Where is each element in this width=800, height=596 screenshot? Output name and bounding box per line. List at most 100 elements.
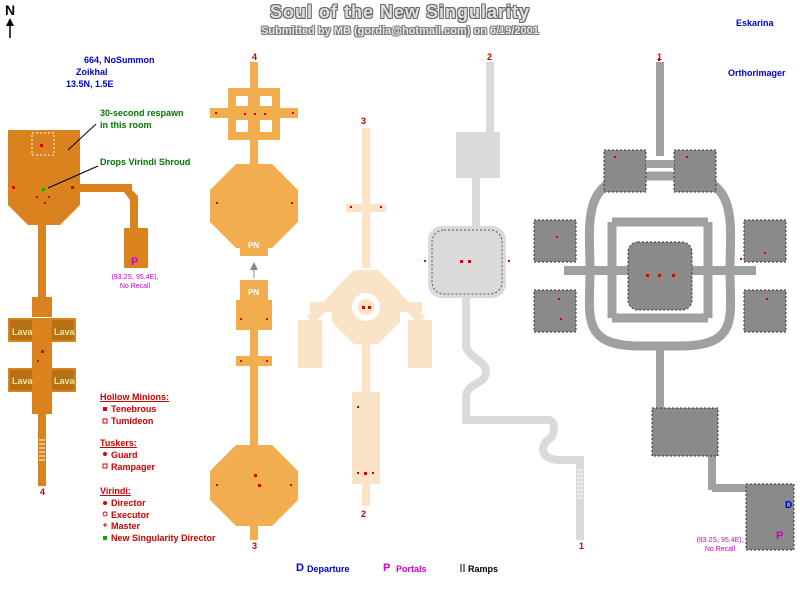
orange-corridor-exit: [250, 526, 258, 540]
level-3-top: 3: [361, 116, 367, 126]
gray-north-bridge: [646, 160, 674, 168]
drops-leader: [47, 165, 99, 189]
legend-ramps-label: Ramps: [468, 564, 499, 574]
light-orange-corridor-exit: [362, 484, 370, 506]
light-orange-room-east: [408, 320, 432, 368]
level-1-top: 1: [657, 52, 663, 62]
drops-note: Drops Virindi Shroud: [100, 157, 191, 167]
legend-symbols: [102, 407, 108, 540]
orange-octagon-bottom: [210, 445, 298, 526]
level-4-bottom: 4: [40, 487, 46, 497]
legend-departure-label: Departure: [307, 564, 350, 574]
dark-orange-corridor-south: [38, 225, 46, 300]
gray-ring-corridor: [584, 171, 736, 351]
legend-hollow-minions-title: Hollow Minions:: [100, 392, 169, 402]
map-subtitle: Submitted by MB (gordia@hotmail.com) on …: [261, 25, 539, 37]
light-gray-square-room: [456, 132, 500, 178]
gray-section: [533, 62, 795, 551]
ramp-marks-dark: [39, 439, 45, 461]
legend-rampager: Rampager: [111, 462, 156, 472]
gray-inner-ring: [607, 217, 713, 323]
orange-octagon-top: [210, 164, 298, 248]
gray-room-east-top: [743, 219, 787, 263]
world-name-1: Eskarina: [736, 18, 774, 28]
legend-tuskers-title: Tuskers:: [100, 438, 137, 448]
legend-portals-symbol: P: [383, 562, 391, 574]
gray-arm-west: [564, 266, 628, 275]
portal-marker-right: P: [776, 530, 784, 542]
dark-orange-section: [8, 130, 148, 486]
light-gray-winding-corridor: [462, 344, 584, 540]
lava-label-4: Lava: [54, 376, 75, 386]
respawn-note-line2: in this room: [100, 120, 152, 130]
location-area: Zoikhal: [76, 67, 108, 77]
legend-executor: Executor: [111, 510, 150, 520]
dark-orange-lava-top: [32, 297, 52, 317]
pn-arrow-icon: [250, 262, 258, 270]
dark-orange-corridor-bend: [124, 184, 138, 228]
lava-label-2: Lava: [54, 327, 75, 337]
dark-orange-corridor-east: [80, 184, 132, 192]
green-marker: [42, 188, 45, 191]
orange-corridor-top: [250, 62, 258, 90]
portal-coords-right: (93.2S, 95.4E),: [696, 537, 744, 544]
lava-label-1: Lava: [12, 327, 33, 337]
gray-room-west-bottom: [533, 289, 577, 333]
dark-orange-portal-room: [124, 228, 148, 268]
gray-room-east-bottom: [743, 289, 787, 333]
light-gray-corridor-top: [486, 62, 494, 134]
light-gray-corridor-3: [462, 298, 470, 348]
cross-windows: [236, 96, 272, 132]
portal-recall-right: No Recall: [704, 546, 736, 553]
gray-corridor-top: [656, 62, 664, 156]
level-2-top: 2: [487, 52, 493, 62]
pn-label-bottom: PN: [248, 288, 260, 297]
orange-pn-room-top: [240, 232, 268, 256]
light-gray-corridor-2: [472, 178, 480, 228]
world-name-2: Orthorimager: [728, 68, 786, 78]
respawn-leader: [67, 123, 97, 151]
light-orange-octagon-core: [358, 299, 374, 315]
orange-corridor-2: [250, 140, 258, 166]
portal-coords-left: (93.2S, 95.4E),: [111, 274, 159, 281]
lava-label-3: Lava: [12, 376, 33, 386]
ramp-marks-light-gray: [577, 469, 583, 499]
portal-recall-left: No Recall: [119, 283, 151, 290]
gray-arm-east: [692, 266, 756, 275]
dark-orange-lava-mid: [32, 342, 52, 368]
respawn-room-outline: [31, 132, 55, 156]
dark-orange-big-room: [8, 130, 80, 225]
ramp-legend-icon: [460, 564, 465, 572]
level-3-bottom: 3: [252, 541, 258, 551]
departure-marker: D: [785, 500, 793, 511]
red-markers: [12, 58, 768, 487]
dark-orange-lava-bottom: [32, 392, 52, 414]
gray-room-north-east: [673, 149, 717, 193]
dark-orange-corridor-exit: [38, 414, 46, 486]
light-gray-section: [428, 62, 506, 348]
level-2-bottom: 2: [361, 509, 367, 519]
north-label: N: [5, 2, 16, 18]
orange-section: [210, 62, 298, 540]
legend-virindi-title: Virindi:: [100, 486, 131, 496]
legend-guard: Guard: [111, 450, 138, 460]
orange-corridor-3: [250, 330, 258, 445]
gray-room-north-west: [603, 149, 647, 193]
legend-portals-label: Portals: [396, 564, 427, 574]
gray-room-exit: [745, 483, 795, 551]
gray-exit-corridor: [708, 440, 716, 490]
light-gray-main-room: [428, 226, 506, 298]
orange-pn-wide: [236, 300, 272, 330]
orange-hbar-lower: [236, 356, 272, 366]
location-coords: 13.5N, 1.5E: [66, 79, 114, 89]
light-orange-hbar-top: [346, 204, 386, 212]
map-title: Soul of the New Singularity: [269, 2, 530, 22]
gray-corridor-south: [656, 346, 664, 410]
legend-new-singularity-director: New Singularity Director: [111, 533, 216, 543]
legend-master: Master: [111, 521, 141, 531]
gray-room-west-top: [533, 219, 577, 263]
light-orange-corridor-mid: [362, 344, 370, 394]
legend-director: Director: [111, 498, 146, 508]
light-orange-room-west: [298, 320, 322, 368]
north-arrow-icon: [6, 18, 14, 38]
